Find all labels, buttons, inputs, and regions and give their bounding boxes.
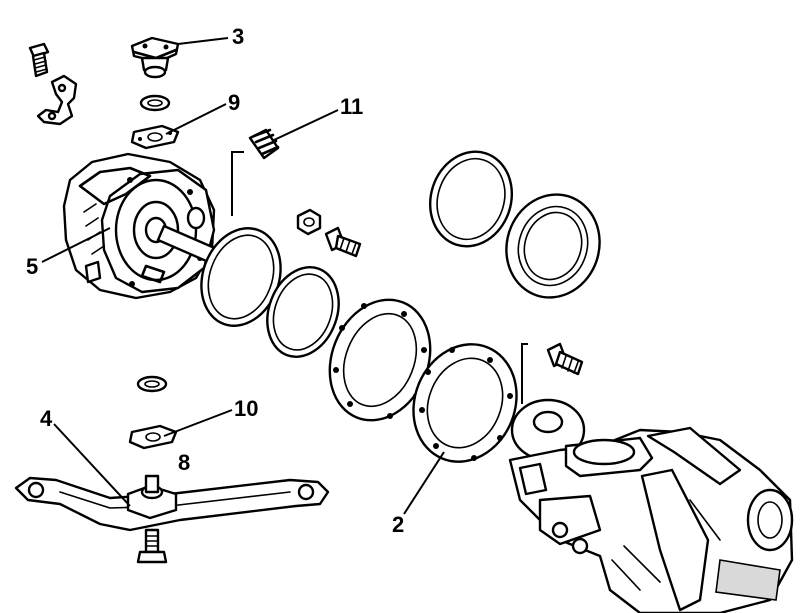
part-3-sensor	[130, 36, 180, 79]
callout-2: 2	[392, 512, 404, 537]
callout-9: 9	[228, 90, 240, 115]
o-ring-2	[266, 266, 340, 358]
callout-5: 5	[26, 254, 38, 279]
part-10-gasket	[128, 424, 178, 450]
o-ring-1-inner	[207, 234, 275, 320]
bolt-right	[546, 342, 584, 376]
part-4-lever-arm	[14, 474, 330, 532]
bracket-line-left	[231, 151, 244, 216]
o-ring-upper-inner	[436, 157, 506, 241]
callout-10: 10	[234, 396, 258, 421]
bracket-line-right	[521, 343, 528, 404]
o-ring-upper	[428, 150, 514, 248]
leader-3	[177, 37, 229, 45]
washer-upper-hole	[147, 99, 163, 107]
o-ring-2-inner	[272, 273, 334, 351]
knuckle-housing	[508, 398, 794, 613]
small-nut	[296, 208, 322, 236]
bolt-middle	[324, 226, 362, 258]
seal-upper-right	[505, 193, 601, 299]
washer-lower	[136, 375, 168, 393]
part-2-flange	[412, 343, 518, 463]
leader-5	[41, 227, 111, 263]
leader-11	[273, 109, 339, 141]
callout-8: 8	[178, 450, 190, 475]
callout-4: 4	[40, 406, 53, 431]
callout-3: 3	[232, 24, 244, 49]
callout-11: 11	[340, 94, 363, 119]
bolt-top-left	[28, 42, 50, 78]
leader-9	[165, 103, 227, 135]
washer-lower-hole	[144, 380, 160, 388]
part-5-housing	[62, 152, 216, 300]
bolt-lower	[136, 528, 168, 564]
leader-4	[53, 423, 131, 507]
leader-2	[403, 451, 445, 515]
part-11-spring	[248, 128, 280, 160]
clip-bracket	[36, 74, 78, 126]
leader-10	[163, 409, 233, 437]
washer-upper	[139, 94, 171, 112]
part-9-gasket	[130, 124, 180, 150]
